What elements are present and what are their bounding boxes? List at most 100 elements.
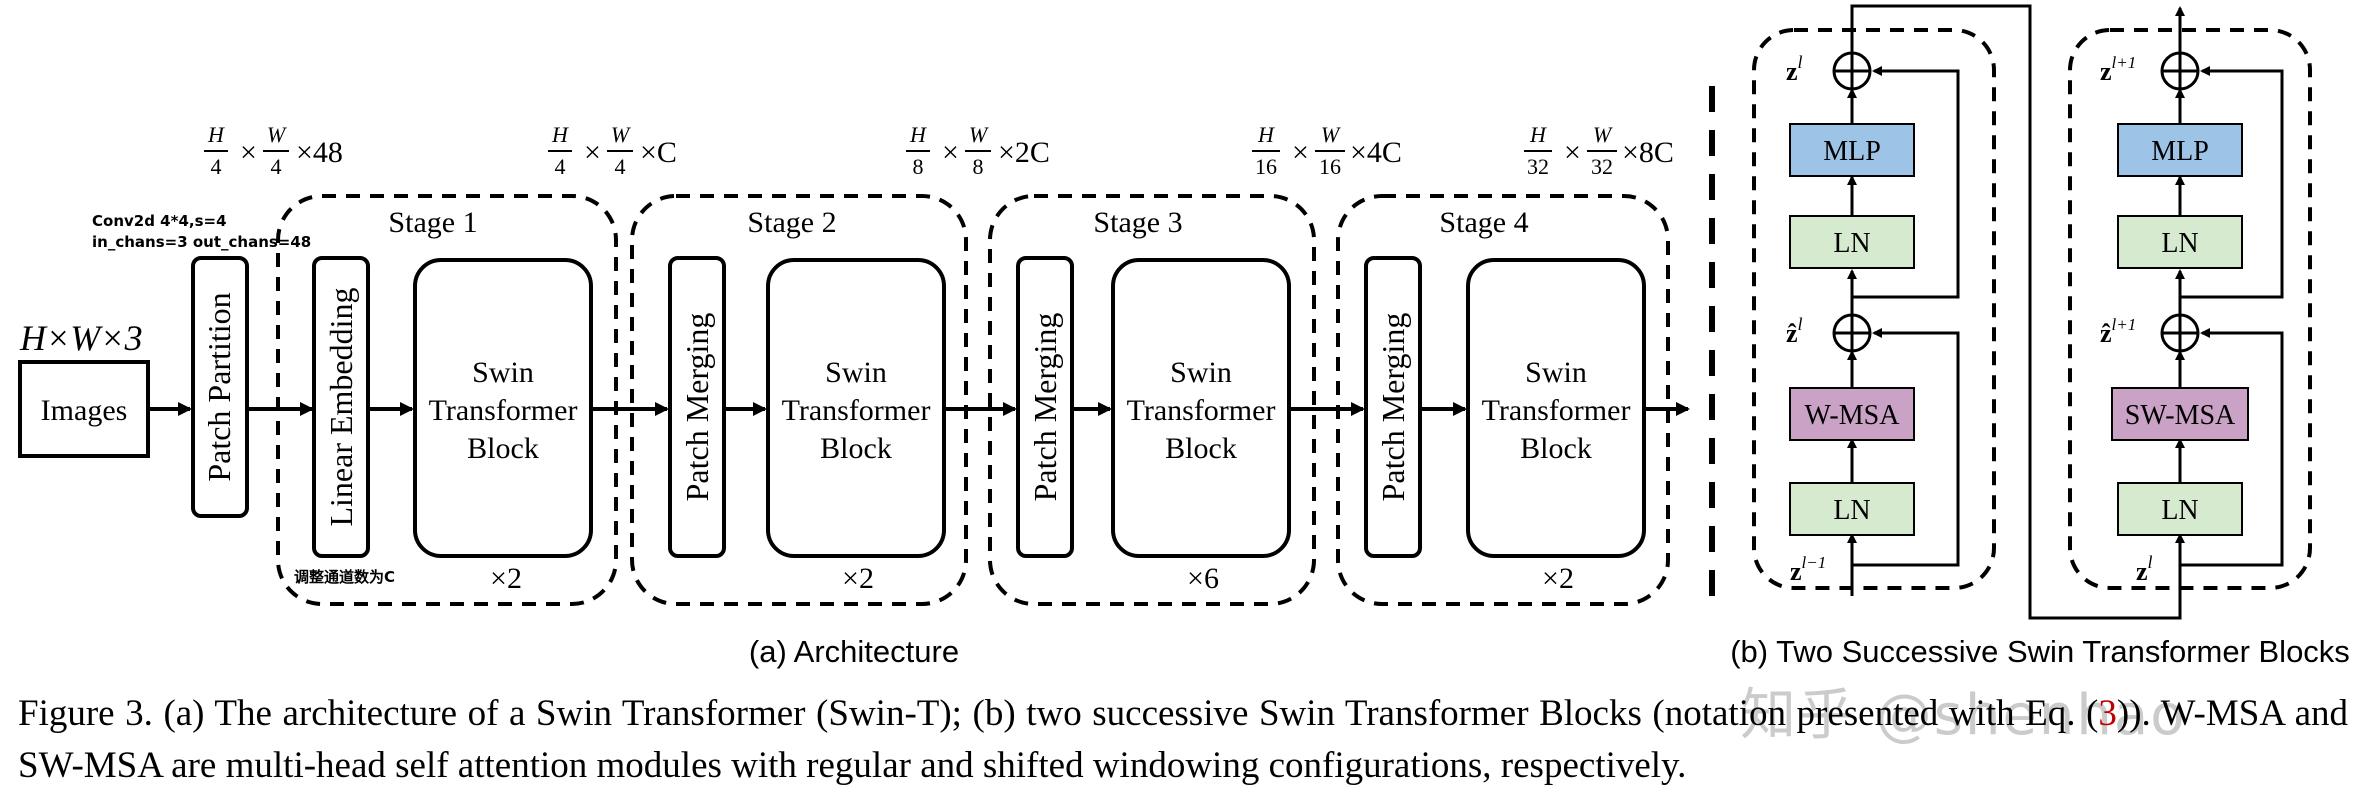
ln-top-right-label: LN [2161,228,2198,259]
images-label: Images [41,394,128,427]
swmsa-label: SW-MSA [2125,400,2236,431]
figure-caption: Figure 3. (a) The architecture of a Swin… [18,688,2348,792]
subcaption-a: (a) Architecture [749,634,959,669]
dim-label-0: H 4 × W 4 ×48 [204,122,343,179]
wmsa-box [1789,387,1915,441]
z-out-left: zl [1786,52,1803,86]
stage-1-repeat: ×2 [490,562,522,595]
linear-embedding-label: Linear Embedding [323,287,359,526]
stage-4-repeat: ×2 [1542,562,1574,595]
svg-text:×2C: ×2C [998,136,1050,169]
swin-block-stage2-l1: Swin [825,356,887,389]
z-out-right: zl+1 [2100,53,2136,86]
svg-text:×48: ×48 [296,136,343,169]
svg-text:W: W [1321,122,1341,147]
dim-label-3: H 16 × W 16 ×4C [1252,122,1402,179]
svg-text:×: × [584,136,601,169]
swin-block-stage4-l1: Swin [1525,356,1587,389]
swin-block-stage1-l1: Swin [472,356,534,389]
svg-text:×: × [240,136,257,169]
svg-text:×: × [942,136,959,169]
dim-label-4: H 32 × W 32 ×8C [1524,122,1674,179]
mlp-left-label: MLP [1823,136,1881,167]
channel-note: 调整通道数为C [294,568,395,586]
svg-text:W: W [969,122,989,147]
stage-1-name: Stage 1 [388,206,477,239]
svg-text:H: H [551,122,569,147]
block-right: LN SW-MSA LN MLP zl+1 ẑl+1 zl [2100,6,2284,596]
mlp-right [2117,123,2243,177]
stage-3-name: Stage 3 [1093,206,1182,239]
mlp-right-label: MLP [2151,136,2209,167]
svg-text:×C: ×C [640,136,677,169]
svg-text:W: W [267,122,287,147]
caption-ref-link[interactable]: 3 [2098,693,2117,734]
watermark: 知乎 @shenhao [1740,683,2187,748]
conv-note-line2: in_chans=3 out_chans=48 [92,233,311,251]
svg-text:×: × [1292,136,1309,169]
svg-text:16: 16 [1255,154,1277,179]
svg-text:×4C: ×4C [1350,136,1402,169]
svg-text:8: 8 [973,154,984,179]
patch-partition-box [191,256,249,518]
ln-bottom-left-label: LN [1833,495,1870,526]
swin-block-stage2-l2: Transformer [782,394,931,427]
caption-part2: )). W-MSA and SW-MSA are multi-head self… [18,693,2348,786]
wmsa-label: W-MSA [1805,400,1901,431]
stage-3-frame [988,194,1316,606]
patch-merging-stage4-label: Patch Merging [1375,313,1411,502]
stage-2-frame [630,194,968,606]
stage-2-repeat: ×2 [842,562,874,595]
stage-2-name: Stage 2 [747,206,836,239]
patch-merging-stage2-label: Patch Merging [679,313,715,502]
svg-text:4: 4 [271,154,282,179]
svg-text:32: 32 [1591,154,1613,179]
conv-note-line1: Conv2d 4*4,s=4 [92,212,227,230]
swin-block-stage4-l2: Transformer [1482,394,1631,427]
swin-block-stage1-l2: Transformer [429,394,578,427]
z-in-right: zl [2136,552,2153,586]
svg-text:H: H [207,122,225,147]
svg-text:W: W [1593,122,1613,147]
stage-1-frame [276,194,618,606]
patch-merging-stage3-label: Patch Merging [1027,313,1063,502]
mlp-left [1789,123,1915,177]
svg-text:8: 8 [913,154,924,179]
svg-text:4: 4 [615,154,626,179]
ln-bottom-right-label: LN [2161,495,2198,526]
dim-label-1: H 4 × W 4 ×C [548,122,677,179]
block-right-frame [2068,28,2312,590]
dim-label-2: H 8 × W 8 ×2C [906,122,1050,179]
svg-text:16: 16 [1319,154,1341,179]
patch-partition-label: Patch Partition [201,292,237,481]
stage-4-frame [1336,194,1670,606]
stage-4-name: Stage 4 [1439,206,1528,239]
block-left-frame [1752,28,1996,590]
images-box [18,360,150,458]
swin-block-stage3-l3: Block [1165,432,1237,465]
z-mid-right: ẑl+1 [2100,315,2136,348]
swin-block-stage4-l3: Block [1520,432,1592,465]
swin-block-stage3-l2: Transformer [1127,394,1276,427]
swin-block-stage1-l3: Block [467,432,539,465]
z-mid-left: ẑl [1786,314,1803,348]
svg-text:×8C: ×8C [1622,136,1674,169]
svg-text:32: 32 [1527,154,1549,179]
ln-top-right [2117,215,2243,269]
svg-text:H: H [909,122,927,147]
input-dim-label: H×W×3 [19,318,143,358]
swin-block-stage2-l3: Block [820,432,892,465]
block-left: LN W-MSA LN MLP zl ẑl zl−1 [1786,4,2182,620]
svg-text:4: 4 [555,154,566,179]
stage-3-repeat: ×6 [1187,562,1219,595]
svg-text:W: W [611,122,631,147]
svg-text:H: H [1257,122,1275,147]
svg-text:4: 4 [211,154,222,179]
svg-text:H: H [1529,122,1547,147]
swin-block-stage3-l1: Swin [1170,356,1232,389]
ln-top-left-label: LN [1833,228,1870,259]
swmsa-box [2111,387,2249,441]
z-in-left: zl−1 [1790,553,1826,586]
subcaption-b: (b) Two Successive Swin Transformer Bloc… [1730,634,2350,669]
